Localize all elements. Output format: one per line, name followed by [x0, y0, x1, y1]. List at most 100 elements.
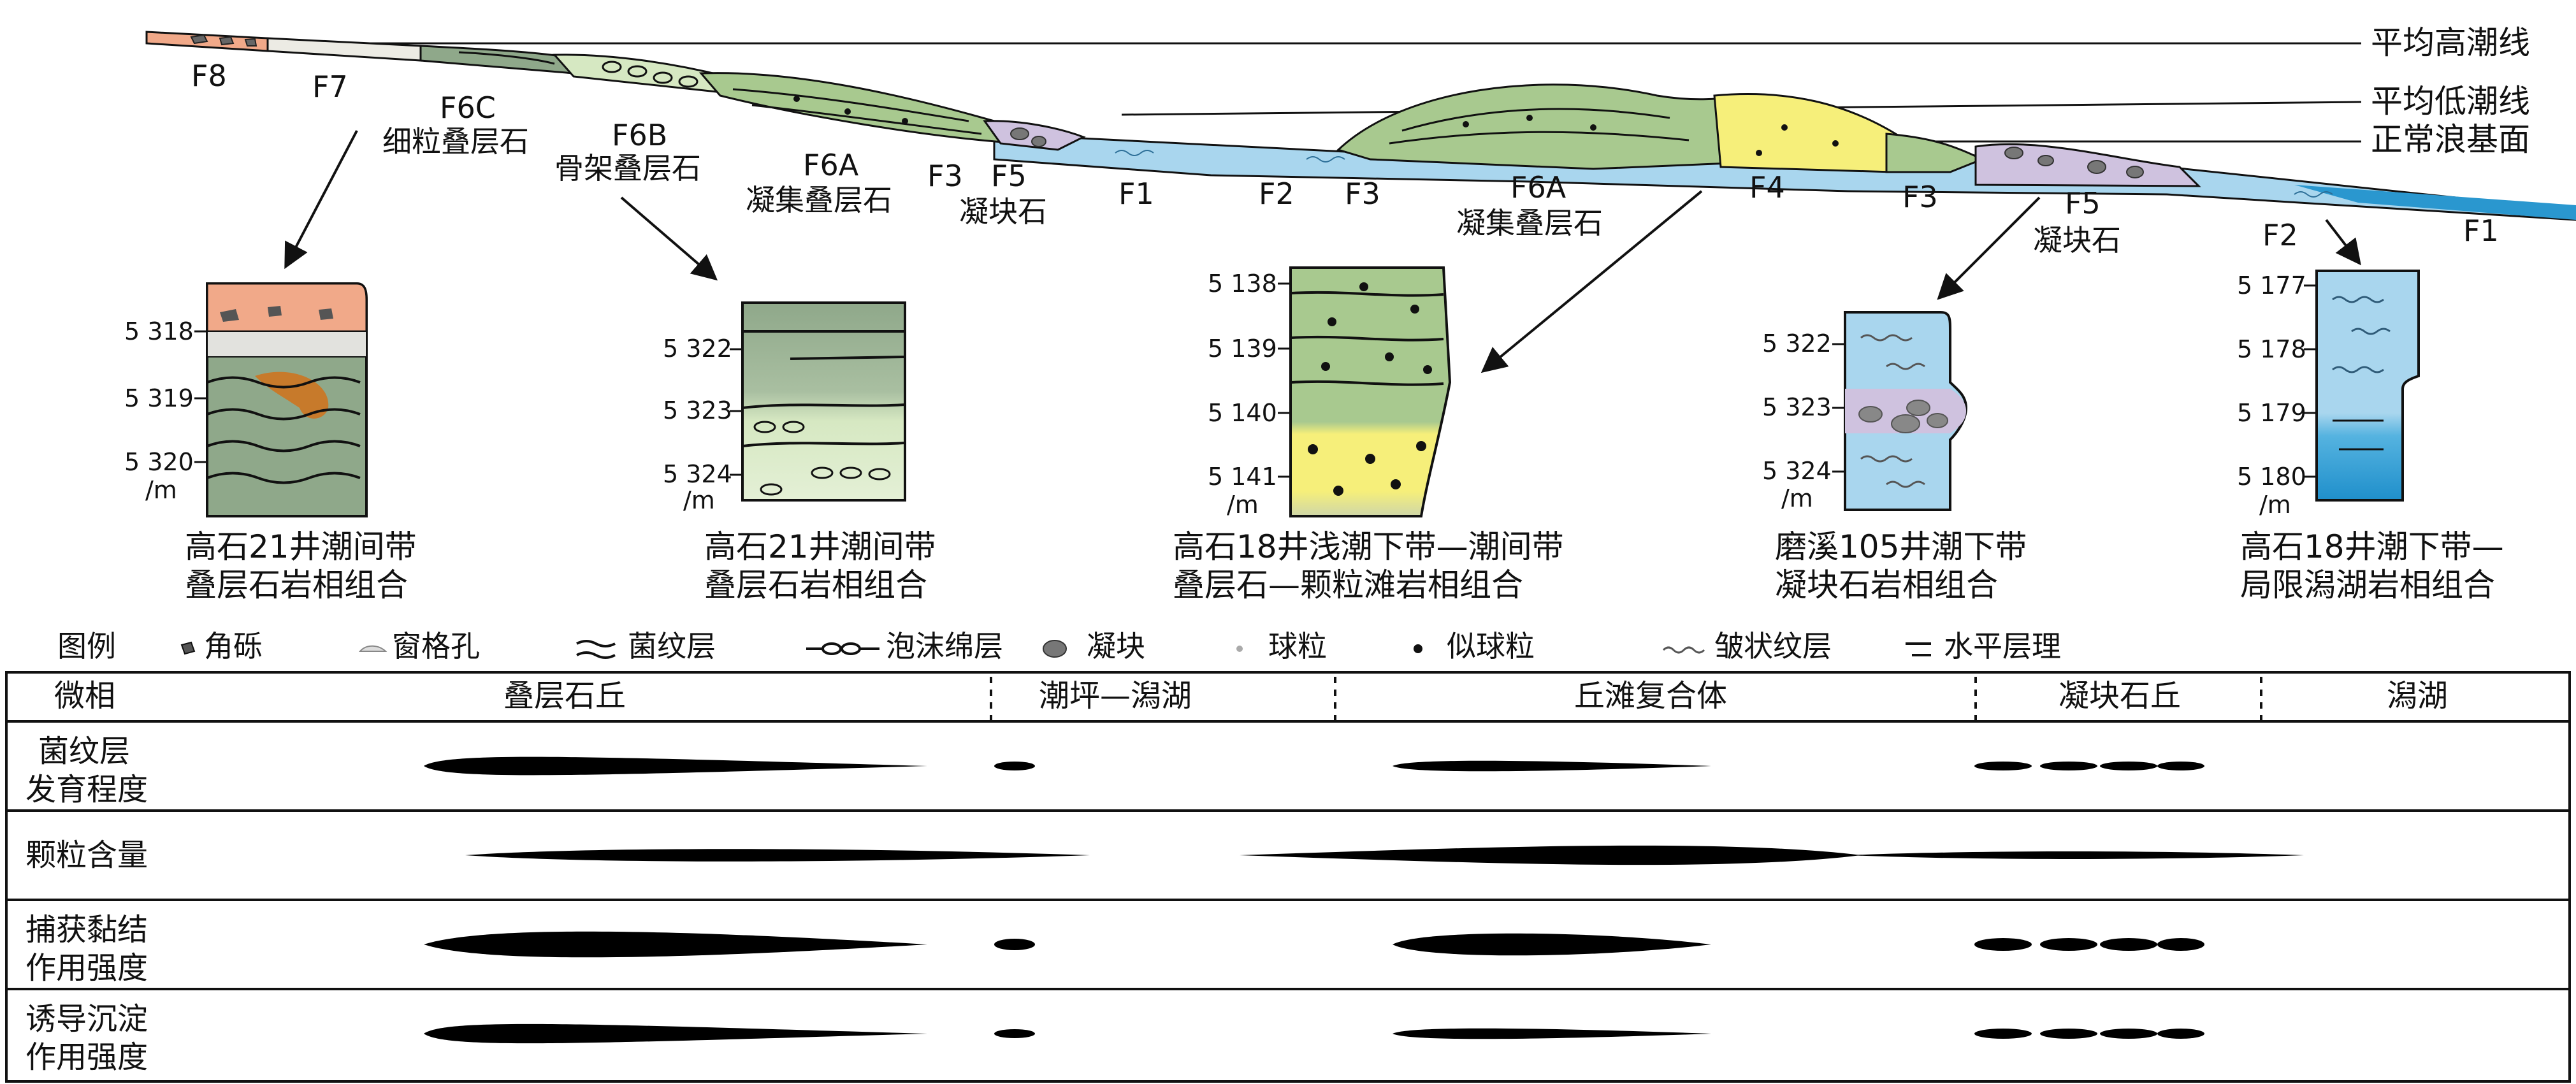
depth-label: 5 323 [1762, 393, 1832, 421]
depth-unit: /m [1227, 491, 1259, 519]
crinkled-lamina-icon [1662, 646, 1705, 654]
microfacies-header: 潟湖 [2387, 678, 2448, 714]
legend-label: 凝块 [1087, 629, 1145, 663]
clot-symbols [1010, 127, 2144, 178]
deep-water [2294, 185, 2576, 220]
peloid-icon [1414, 644, 1422, 653]
microfacies-header: 潮坪—潟湖 [1039, 678, 1192, 714]
legend-title: 图例 [57, 629, 116, 663]
legend-label: 菌纹层 [628, 629, 716, 663]
depth-label: 5 320 [124, 448, 194, 476]
facies-code: F1 [2463, 213, 2499, 248]
fenestra-icon [358, 645, 387, 652]
row-label: 颗粒含量 [25, 837, 148, 873]
row-label: 发育程度 [25, 772, 148, 807]
facies-name: 凝集叠层石 [1456, 206, 1603, 240]
facies-name: 凝集叠层石 [746, 183, 892, 217]
legend-label: 水平层理 [1944, 629, 2061, 663]
depth-label: 5 177 [2237, 271, 2306, 300]
legend-label: 皱状纹层 [1714, 629, 1832, 663]
facies-code: F2 [1259, 177, 1294, 211]
legend-label: 角砾 [204, 629, 263, 663]
breccia-symbols [190, 34, 257, 47]
tide-line-label: 平均低潮线 [2371, 83, 2530, 120]
column-caption: 高石18井潮下带— [2240, 528, 2504, 565]
depth-label: 5 323 [663, 396, 732, 424]
microfacies-header: 叠层石丘 [503, 678, 626, 714]
tide-line-label: 平均高潮线 [2371, 24, 2530, 61]
agglutinated-mound-center [1336, 83, 1747, 170]
depth-label: 5 141 [1208, 463, 1277, 491]
microbial-lamina-icon [576, 640, 616, 659]
crinkled-lamina-symbols [1115, 150, 2333, 198]
table-header-label: 微相 [54, 678, 115, 714]
column-caption: 高石21井潮间带 [185, 528, 417, 565]
grain-shoal [1713, 93, 1907, 173]
facies-code: F1 [1118, 177, 1154, 211]
column-caption: 凝块石岩相组合 [1775, 567, 1998, 603]
column-caption: 局限潟湖岩相组合 [2240, 567, 2495, 603]
facies-code: F6C [440, 90, 496, 125]
column-caption: 磨溪105井潮下带 [1775, 528, 2027, 565]
mound-laminae [458, 51, 1690, 145]
facies-code: F4 [1749, 170, 1785, 205]
facies-code: F7 [312, 69, 348, 104]
column-caption: 高石18井浅潮下带—潮间带 [1173, 528, 1564, 565]
row-label: 诱导沉淀 [25, 1001, 148, 1037]
depth-label: 5 178 [2237, 335, 2306, 363]
intensity-spindles [424, 756, 2304, 1044]
legend-label: 似球粒 [1447, 629, 1535, 663]
facies-code: F3 [927, 159, 963, 193]
row-label: 作用强度 [25, 1039, 148, 1075]
column-caption: 叠层石—颗粒滩岩相组合 [1173, 567, 1523, 603]
column-caption: 叠层石岩相组合 [704, 567, 927, 603]
horizontal-bedding-icon [1906, 642, 1931, 656]
foam-layer-icon [806, 642, 879, 655]
facies-code: F8 [191, 59, 227, 93]
legend-label: 球粒 [1268, 629, 1327, 663]
microfacies-header: 凝块石丘 [2059, 678, 2181, 714]
depth-label: 5 322 [663, 335, 732, 363]
facies-name: 凝块石 [2033, 223, 2121, 257]
column-caption: 高石21井潮间带 [704, 528, 936, 565]
facies-code: F3 [1345, 177, 1380, 211]
column-5: 5 177 5 178 5 179 5 180 /m 高石18井潮下带— 局限潟… [2237, 270, 2504, 603]
facies-code: F6B [612, 118, 667, 152]
column-1: 5 318 5 319 5 320 /m 高石21井潮间带 叠层石岩相组合 [124, 282, 417, 603]
depth-label: 5 139 [1208, 335, 1277, 363]
depth-label: 5 319 [124, 384, 194, 412]
facies-name: 凝块石 [959, 194, 1047, 229]
column-caption: 叠层石岩相组合 [185, 567, 408, 603]
tidal-profile: 平均高潮线 平均低潮线 正常浪基面 [145, 24, 2576, 373]
facies-code: F5 [2065, 186, 2101, 220]
row-label: 捕获黏结 [25, 912, 148, 948]
depth-label: 5 138 [1208, 270, 1277, 298]
row-label: 作用强度 [25, 950, 148, 986]
microfacies-table: 微相 叠层石丘 潮坪—潟湖 丘滩复合体 凝块石丘 潟湖 菌纹层 发育程度 颗粒含… [5, 671, 2571, 1083]
pellet-icon [1236, 646, 1243, 652]
breccia-icon [180, 641, 196, 655]
fine-stromatolite-zone [419, 45, 576, 75]
thrombolite-zone-right [1974, 143, 2201, 187]
foam-layer-symbols [602, 61, 698, 88]
clot-icon [1043, 640, 1067, 658]
row-label: 菌纹层 [38, 734, 130, 769]
column-4: 5 322 5 323 5 324 /m 磨溪105井潮下带 凝块石岩相组合 [1762, 311, 2027, 603]
depth-unit: /m [145, 476, 177, 504]
intertidal-flat [266, 37, 422, 62]
legend-label: 泡沫绵层 [886, 629, 1003, 663]
depth-label: 5 322 [1762, 329, 1832, 358]
depth-label: 5 324 [1762, 457, 1832, 485]
depth-label: 5 180 [2237, 463, 2306, 491]
depth-label: 5 140 [1208, 399, 1277, 427]
depth-unit: /m [2259, 491, 2291, 519]
depth-label: 5 324 [663, 460, 732, 488]
facies-code: F2 [2262, 218, 2298, 252]
facies-name: 细粒叠层石 [382, 124, 529, 159]
depth-unit: /m [683, 486, 715, 514]
thrombolite-zone-left [983, 120, 1086, 151]
microfacies-header: 丘滩复合体 [1574, 678, 1727, 714]
tide-line-label: 正常浪基面 [2371, 121, 2530, 158]
peloid-dots [793, 96, 1839, 156]
